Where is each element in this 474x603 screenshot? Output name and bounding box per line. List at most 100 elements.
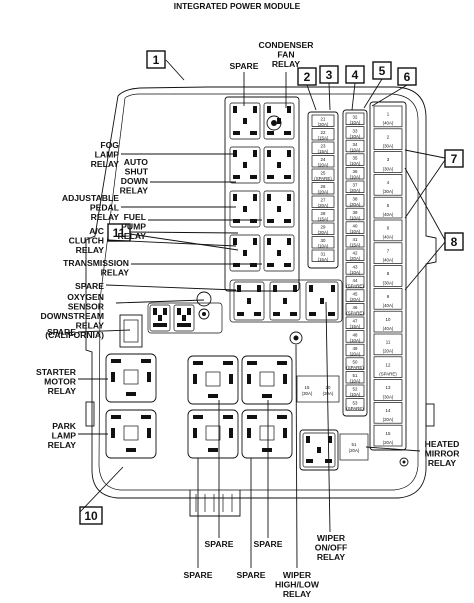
cart-fuse-9: 9 (40A) xyxy=(373,288,403,310)
label-spare-bottom-4: SPARE xyxy=(237,570,266,580)
mini-fuse-30-amp: (10A) xyxy=(318,244,329,249)
large-relay-5 xyxy=(187,409,239,459)
cart-fuse-7-num: 7 xyxy=(387,248,390,253)
callout-8: 8 xyxy=(451,235,458,249)
label-spare-mid: SPARE xyxy=(75,281,104,291)
relay-right-row-3 xyxy=(263,190,295,228)
mini-fuse-23: 23(15A) xyxy=(311,141,335,154)
fuse-44-amp: (SPARE) xyxy=(346,283,364,288)
cart-fuse-6-amp: (40A) xyxy=(383,235,394,240)
mini-fuse-22: 22(15A) xyxy=(311,128,335,141)
fuse-32-amp: (10A) xyxy=(350,120,361,125)
cart-fuse-13: 13(30A) xyxy=(373,379,403,401)
cart-fuse-14: 14(20A) xyxy=(373,402,403,424)
fuse-42-num: 42 xyxy=(353,251,358,256)
fuse-15-amp: (30A) xyxy=(302,391,313,396)
cart-fuse-10-num: 10 xyxy=(386,317,391,322)
fuse-52-num: 52 xyxy=(353,387,358,392)
callout-4: 4 xyxy=(352,68,359,82)
fuse-34-amp: (10A) xyxy=(350,147,361,152)
cart-fuse-1-amp: (40A) xyxy=(383,121,394,126)
oxygen-relay-body xyxy=(173,304,195,332)
mini-fuse-26-num: 26 xyxy=(321,184,326,189)
label-spare-bottom-1: SPARE xyxy=(205,539,234,549)
cart-fuse-15-amp: (20A) xyxy=(383,440,394,445)
relay-right-row-2 xyxy=(263,146,295,184)
mini-fuse-31: 31(15A) xyxy=(311,249,335,262)
cart-fuse-6-num: 6 xyxy=(387,226,390,231)
mini-fuse-25-amp: (SPARE) xyxy=(314,176,332,181)
fuse-47-num: 47 xyxy=(353,319,358,324)
fuse-45-amp: (20A) xyxy=(350,297,361,302)
mini-fuse-27: 27(20A) xyxy=(311,195,335,208)
mini-fuse-22-num: 22 xyxy=(321,130,326,135)
cart-fuse-14-amp: (20A) xyxy=(383,417,394,422)
cart-fuse-12-amp: (SPARE) xyxy=(379,371,397,376)
mini-fuse-25-num: 25 xyxy=(321,171,326,176)
cart-fuse-9-num: 9 xyxy=(387,294,390,299)
fuse-51: 51(10A) xyxy=(345,371,365,384)
callout-1: 1 xyxy=(153,53,160,67)
fuse-48-amp: (10A) xyxy=(350,338,361,343)
relay-left-row-2 xyxy=(229,146,261,184)
cart-fuse-2-num: 2 xyxy=(387,134,390,139)
fuse-46: 46(SPARE) xyxy=(345,303,365,316)
cart-fuse-6: 6 (40A) xyxy=(373,219,403,242)
cart-fuse-9-amp: (40A) xyxy=(383,303,394,308)
fuse-39-num: 39 xyxy=(353,210,358,215)
spare-relay-c xyxy=(149,304,171,332)
fuse-33-amp: (10A) xyxy=(350,134,361,139)
spare-relay-a xyxy=(233,281,265,321)
relay-right-row-4 xyxy=(263,234,295,272)
cart-fuse-11-amp: (20A) xyxy=(383,349,394,354)
cart-fuse-10: 10(40A) xyxy=(373,310,403,333)
fuse-35-amp: (10A) xyxy=(350,161,361,166)
fuse-45-num: 45 xyxy=(353,292,358,297)
cart-fuse-1-num: 1 xyxy=(387,112,390,117)
cart-fuse-7: 7(40A) xyxy=(373,242,403,264)
mini-fuse-28-amp: (15A) xyxy=(318,217,329,222)
cart-fuse-3-amp: (30A) xyxy=(383,166,394,171)
fuse-32: 32(10A) xyxy=(345,112,365,125)
fuse-40: 40(10A) xyxy=(345,221,365,234)
fuse-49-amp: (20A) xyxy=(350,351,361,356)
fuse-51b-amp: (20A) xyxy=(349,448,360,453)
fuse-53-amp: (SPARE) xyxy=(346,406,364,411)
mini-fuse-31-amp: (15A) xyxy=(318,257,329,262)
mid-fuse-column: 32(10A)33(10A)34(10A)35(10A)36(10A)37(20… xyxy=(342,109,368,417)
fuse-42: 42(20A) xyxy=(345,248,365,261)
callout-11: 11 xyxy=(113,226,126,240)
mini-fuse-21-amp: (20A) xyxy=(318,122,329,127)
fuse-51-num: 51 xyxy=(353,373,358,378)
cart-fuse-8: 8 (30A) xyxy=(373,265,403,287)
callout-6: 6 xyxy=(404,70,411,84)
cart-fuse-12-num: 12 xyxy=(386,362,391,367)
fuse-41: 41(15A) xyxy=(345,235,365,248)
fuse-41-num: 41 xyxy=(353,237,358,242)
mini-fuse-24: 24(20A) xyxy=(311,155,335,168)
mini-fuse-28-num: 28 xyxy=(321,211,326,216)
spare-relay-b xyxy=(269,281,301,321)
fuse-50-num: 50 xyxy=(353,360,358,365)
cart-fuse-3-num: 3 xyxy=(387,157,390,162)
relay-left-row-3 xyxy=(229,190,261,228)
fuse-35: 35(10A) xyxy=(345,153,365,166)
cart-fuse-1: 1 (40A) xyxy=(373,105,403,128)
large-relay-2 xyxy=(187,355,239,405)
large-relays xyxy=(105,353,293,459)
fuse-43-num: 43 xyxy=(353,264,358,269)
callout-7: 7 xyxy=(451,152,458,166)
cart-fuse-8-amp: (30A) xyxy=(383,280,394,285)
fuse-32-num: 32 xyxy=(353,115,358,120)
callout-10: 10 xyxy=(84,509,98,523)
relay-left-row-1 xyxy=(229,102,261,140)
fuse-47: 47(15A) xyxy=(345,316,365,329)
cart-fuse-4: 4(30A) xyxy=(373,174,403,196)
cart-fuse-8-num: 8 xyxy=(387,271,390,276)
fuse-43: 43(10A) xyxy=(345,262,365,275)
